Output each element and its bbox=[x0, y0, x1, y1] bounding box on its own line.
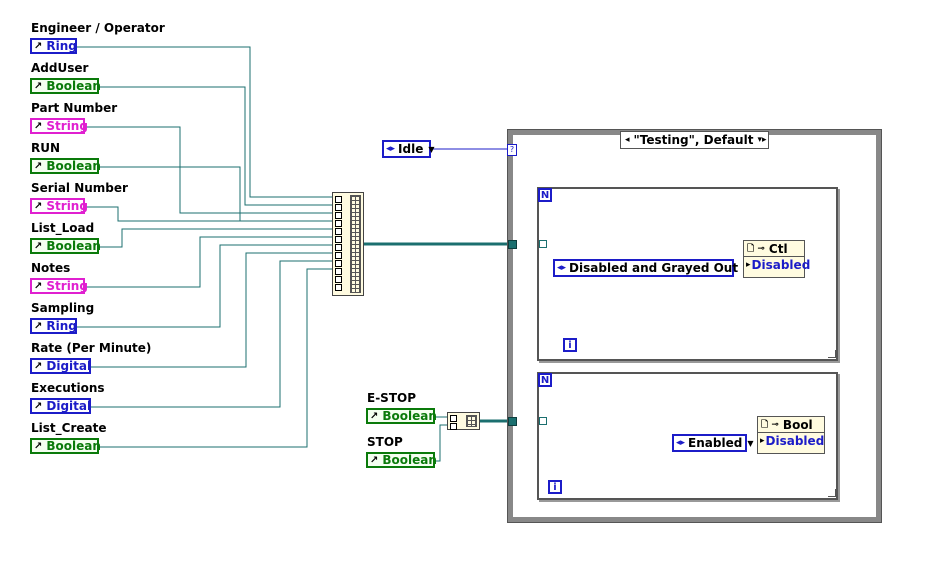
terminal-type: Boolean bbox=[382, 409, 437, 423]
build-array-node[interactable] bbox=[332, 192, 364, 296]
terminal-serial[interactable]: ↗String bbox=[30, 198, 88, 214]
property-name: Disabled bbox=[765, 434, 825, 448]
case-prev-icon[interactable]: ◂ bbox=[625, 135, 630, 145]
lower-enum-constant[interactable]: ◂▸Enabled▼ bbox=[672, 434, 753, 452]
terminal-listload[interactable]: ↗Boolean bbox=[30, 238, 101, 254]
wire-partnumber bbox=[85, 126, 334, 214]
wire-rate bbox=[91, 252, 334, 368]
upper-enum-constant[interactable]: ◂▸Disabled and Grayed Out▼ bbox=[553, 259, 749, 277]
idle-enum-value: Idle bbox=[398, 142, 424, 156]
property-name: Disabled bbox=[751, 258, 811, 272]
upper-enum-value: Disabled and Grayed Out bbox=[569, 261, 739, 275]
terminal-type: Boolean bbox=[46, 159, 101, 173]
control-label-engineer: Engineer / Operator bbox=[31, 21, 165, 35]
terminal-type: Digital bbox=[46, 399, 92, 413]
terminal-type: String bbox=[46, 119, 88, 133]
terminal-type: Ring bbox=[46, 39, 77, 53]
wire-stop bbox=[435, 424, 448, 462]
loop-resize-corner bbox=[828, 489, 836, 497]
terminal-rate[interactable]: ↗Digital bbox=[30, 358, 91, 374]
terminal-notes[interactable]: ↗String bbox=[30, 278, 88, 294]
control-label-executions: Executions bbox=[31, 381, 105, 395]
dropdown-caret-icon: ▼ bbox=[428, 144, 435, 154]
control-label-listload: List_Load bbox=[31, 221, 95, 235]
control-label-run: RUN bbox=[31, 141, 61, 155]
terminal-type: Boolean bbox=[382, 453, 437, 467]
terminal-type: Boolean bbox=[46, 79, 101, 93]
array-icon bbox=[466, 415, 477, 427]
loop-iteration-terminal: i bbox=[563, 338, 577, 352]
property-node-icon: 🗋 ⊸ bbox=[761, 419, 779, 430]
wire-notes bbox=[85, 236, 334, 288]
control-label-stop: STOP bbox=[367, 435, 403, 449]
loop-tunnel-lower bbox=[539, 417, 547, 425]
build-array-node-stop[interactable] bbox=[447, 412, 480, 430]
wire-executions bbox=[91, 260, 334, 408]
control-label-sampling: Sampling bbox=[31, 301, 95, 315]
terminal-type: Digital bbox=[46, 359, 92, 373]
case-selector-terminal: ? bbox=[507, 144, 517, 156]
control-label-adduser: AddUser bbox=[31, 61, 89, 75]
terminal-run[interactable]: ↗Boolean bbox=[30, 158, 101, 174]
property-node-icon: 🗋 ⊸ bbox=[747, 243, 765, 254]
property-node-class: Ctl bbox=[768, 241, 788, 256]
control-label-partnumber: Part Number bbox=[31, 101, 118, 115]
case-tunnel-upper bbox=[508, 240, 517, 249]
loop-count-terminal[interactable]: N bbox=[538, 373, 552, 387]
loop-iteration-terminal: i bbox=[548, 480, 562, 494]
property-node-class: Bool bbox=[782, 417, 813, 432]
control-label-serial: Serial Number bbox=[31, 181, 128, 195]
idle-enum-constant[interactable]: ◂▸Idle▼ bbox=[382, 140, 435, 158]
terminal-stop[interactable]: ↗Boolean bbox=[366, 452, 437, 468]
property-node-bool[interactable]: 🗋 ⊸Bool ▸Disabled bbox=[757, 416, 825, 454]
terminal-executions[interactable]: ↗Digital bbox=[30, 398, 91, 414]
terminal-type: Boolean bbox=[46, 439, 101, 453]
loop-resize-corner bbox=[828, 350, 836, 358]
terminal-adduser[interactable]: ↗Boolean bbox=[30, 78, 101, 94]
case-tunnel-lower bbox=[508, 417, 517, 426]
wire-listcreate bbox=[99, 268, 334, 448]
control-label-rate: Rate (Per Minute) bbox=[31, 341, 152, 355]
terminal-type: String bbox=[46, 279, 88, 293]
lower-enum-value: Enabled bbox=[688, 436, 743, 450]
terminal-engineer[interactable]: ↗Ring bbox=[30, 38, 77, 54]
property-node-ctl[interactable]: 🗋 ⊸Ctl ▸Disabled bbox=[743, 240, 810, 278]
control-label-estop: E-STOP bbox=[367, 391, 417, 405]
wire-serial bbox=[85, 206, 334, 222]
case-dropdown-icon[interactable]: ▾▸ bbox=[757, 135, 767, 145]
terminal-type: String bbox=[46, 199, 88, 213]
wire-listload bbox=[99, 228, 334, 248]
terminal-listcreate[interactable]: ↗Boolean bbox=[30, 438, 101, 454]
control-label-listcreate: List_Create bbox=[31, 421, 107, 435]
case-selector-label: "Testing", Default bbox=[633, 133, 754, 147]
wire-adduser bbox=[99, 86, 334, 206]
control-label-notes: Notes bbox=[31, 261, 71, 275]
loop-tunnel-upper bbox=[539, 240, 547, 248]
wire-engineer bbox=[77, 46, 334, 198]
loop-count-terminal[interactable]: N bbox=[538, 188, 552, 202]
terminal-estop[interactable]: ↗Boolean bbox=[366, 408, 437, 424]
array-icon bbox=[350, 195, 361, 293]
case-selector[interactable]: ◂ "Testing", Default ▾▸ bbox=[620, 131, 769, 149]
terminal-partnumber[interactable]: ↗String bbox=[30, 118, 88, 134]
dropdown-caret-icon: ▼ bbox=[747, 438, 754, 448]
terminal-type: Boolean bbox=[46, 239, 101, 253]
terminal-sampling[interactable]: ↗Ring bbox=[30, 318, 77, 334]
wire-sampling bbox=[77, 244, 334, 328]
terminal-type: Ring bbox=[46, 319, 77, 333]
